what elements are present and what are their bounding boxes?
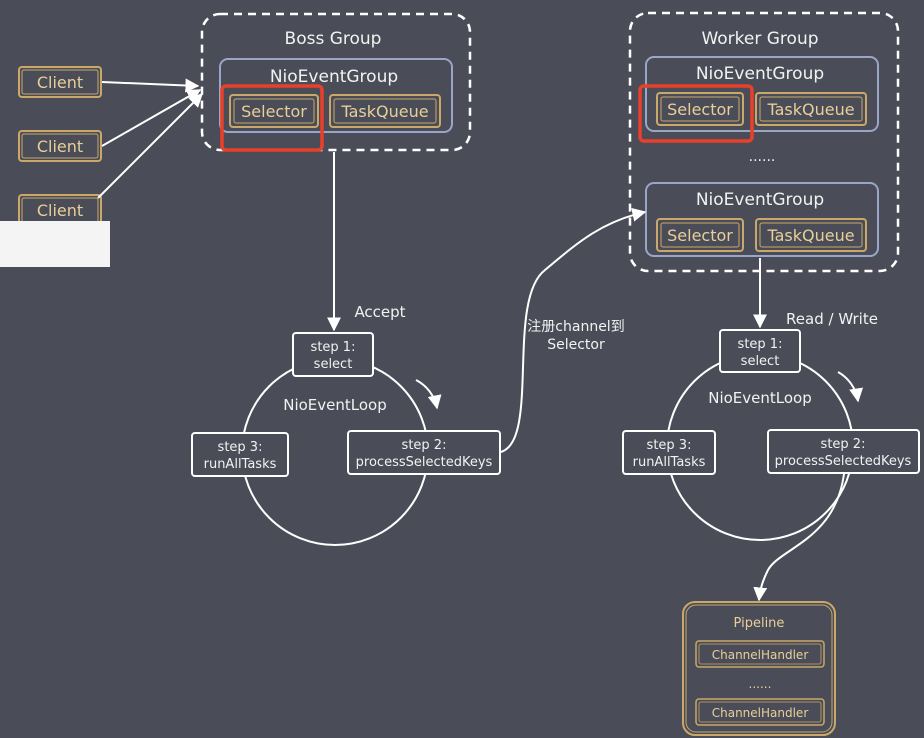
selector-label: Selector (667, 226, 733, 245)
boss-group: Boss Group NioEventGroup Selector TaskQu… (200, 12, 472, 152)
task-queue-label: TaskQueue (340, 102, 428, 121)
pipeline: Pipeline ChannelHandler ...... ChannelHa… (682, 601, 836, 736)
step-1-title: step 1: (738, 337, 783, 352)
worker-event-loop: Read / Write NioEventLoop step 1: select… (622, 258, 920, 541)
pipeline-ellipsis: ...... (749, 677, 772, 691)
step-2-title: step 2: (821, 437, 866, 452)
client-connection-arrows (97, 78, 203, 199)
task-queue-label: TaskQueue (766, 100, 854, 119)
worker-nio-event-group: NioEventGroup Selector TaskQueue (645, 56, 879, 132)
selector-label: Selector (667, 100, 733, 119)
client-node: Client (18, 130, 102, 162)
step-1-title: step 1: (311, 340, 356, 355)
register-label-line-1: 注册channel到 (527, 319, 624, 335)
loop-direction-arrow (837, 371, 864, 403)
selector-label: Selector (241, 102, 307, 121)
selector-highlight (638, 84, 754, 143)
boss-group-title: Boss Group (285, 29, 382, 49)
accept-label: Accept (354, 303, 405, 321)
nio-event-group-title: NioEventGroup (270, 67, 398, 87)
worker-group: Worker Group NioEventGroup Selector Task… (628, 11, 900, 273)
nio-event-loop-label: NioEventLoop (283, 396, 387, 414)
blank-panel (0, 221, 110, 267)
step-3-text: runAllTasks (204, 457, 277, 472)
step-3-text: runAllTasks (633, 455, 706, 470)
worker-nio-event-group: NioEventGroup Selector TaskQueue (645, 182, 879, 257)
step-2-title: step 2: (402, 438, 447, 453)
pipeline-arrow (753, 473, 845, 602)
boss-event-loop: Accept NioEventLoop step 1: select step … (191, 152, 501, 546)
selector-highlight (220, 84, 324, 152)
client-label: Client (37, 137, 83, 156)
task-queue-label: TaskQueue (766, 226, 854, 245)
client-node: Client (18, 66, 102, 98)
nio-event-loop-label: NioEventLoop (708, 389, 812, 407)
client-label: Client (37, 73, 83, 92)
pipeline-title: Pipeline (734, 616, 785, 631)
register-channel-arrow: 注册channel到 Selector (500, 207, 647, 453)
ellipsis: ...... (749, 149, 776, 165)
client-label: Client (37, 201, 83, 220)
step-3-title: step 3: (647, 438, 692, 453)
boss-nio-event-group: NioEventGroup Selector TaskQueue (219, 58, 453, 133)
register-label-line-2: Selector (547, 337, 605, 353)
nio-event-group-title: NioEventGroup (696, 190, 824, 210)
read-write-label: Read / Write (786, 310, 878, 328)
nio-event-group-title: NioEventGroup (696, 64, 824, 84)
step-2-text: processSelectedKeys (356, 455, 493, 470)
loop-direction-arrow (415, 379, 442, 410)
worker-group-title: Worker Group (701, 29, 818, 49)
step-2-text: processSelectedKeys (775, 454, 912, 469)
step-1-text: select (741, 354, 780, 369)
step-3-title: step 3: (218, 440, 263, 455)
channel-handler-label: ChannelHandler (712, 648, 809, 662)
step-1-text: select (314, 357, 353, 372)
channel-handler-label: ChannelHandler (712, 706, 809, 720)
